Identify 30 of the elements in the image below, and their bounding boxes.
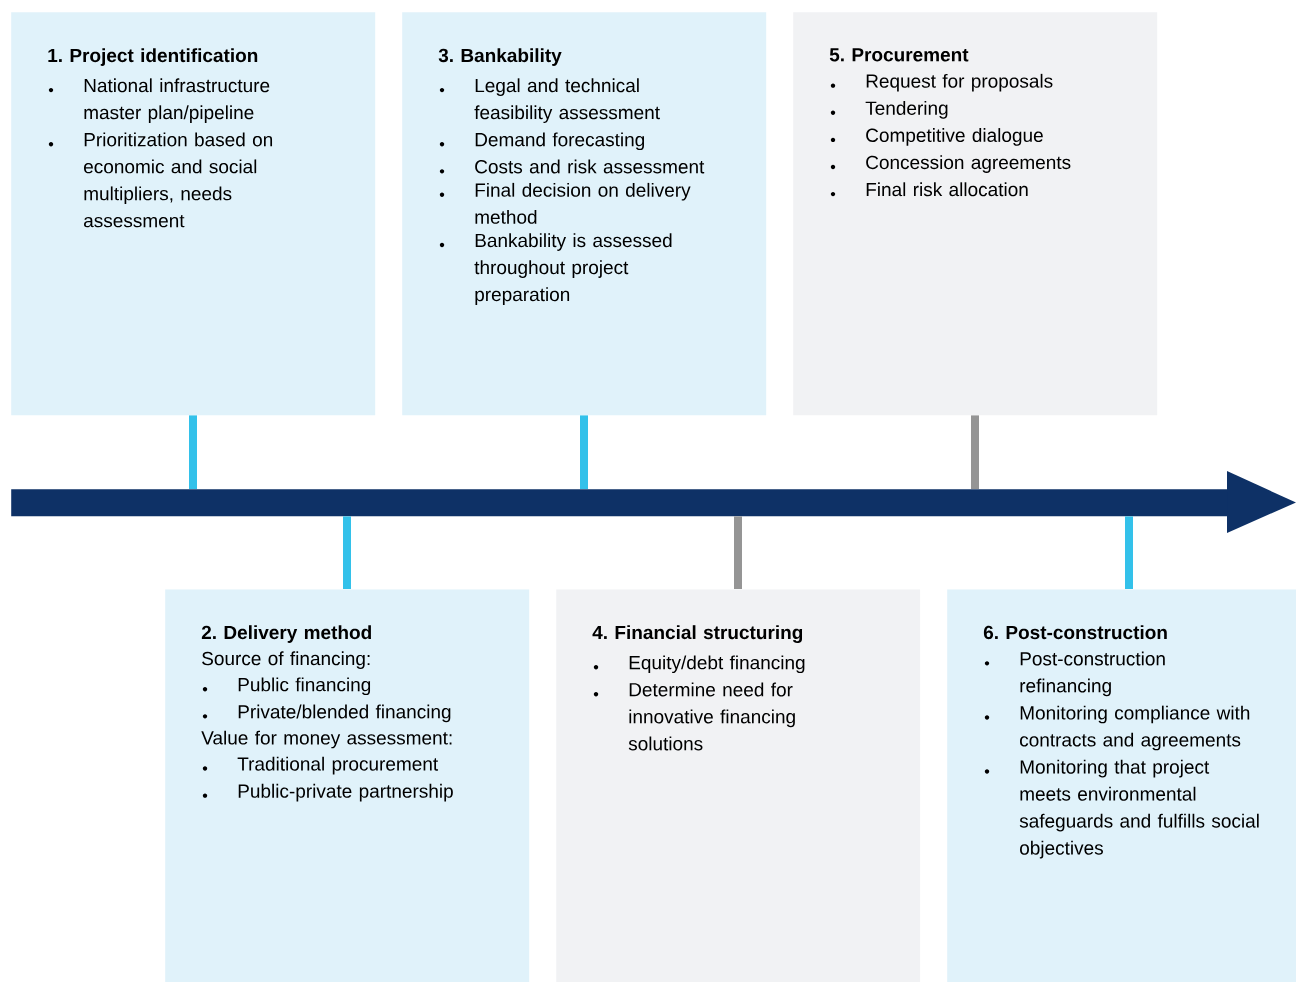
- bullet-item: Public financing: [238, 677, 371, 696]
- box-text: Value for money assessment:: [201, 730, 452, 749]
- box-heading: 1. Project identification: [48, 48, 258, 66]
- bullet-item: Costs and risk assessment: [475, 159, 705, 174]
- box-heading: 2. Delivery method: [201, 625, 371, 643]
- bullet-item: Legal and technical feasibility assessment: [474, 78, 660, 123]
- bullet-item: Public-private partnership: [238, 783, 453, 802]
- box-heading: 6. Post-construction: [983, 625, 1167, 640]
- bullet-item: Monitoring that project meets environmental safeguards and fulfills social objectives: [1019, 759, 1259, 859]
- bullet-item: Competitive dialogue: [866, 128, 1043, 146]
- box-heading: 4. Financial structuring: [592, 625, 803, 643]
- bullet-item: Post-construction refinancing: [1020, 651, 1165, 697]
- box-heading: 5. Procurement: [829, 48, 969, 62]
- bullet-item: Tendering: [865, 100, 948, 119]
- bullet-item: Bankability is assessed throughout project preparation: [474, 233, 672, 305]
- bullet-item: Traditional procurement: [237, 756, 439, 775]
- bullet-item: Final decision on delivery method: [475, 182, 691, 224]
- timeline-arrow: [11, 471, 1296, 533]
- box-text: Source of financing:: [202, 651, 370, 669]
- bullet-item: Determine need for innovative financing solutions: [628, 682, 795, 751]
- bullet-item: Request for proposals: [866, 73, 1053, 92]
- bullet-item: Demand forecasting: [475, 132, 645, 151]
- box-heading: 3. Bankability: [438, 48, 562, 66]
- bullet-item: Private/blended financing: [238, 704, 451, 723]
- bullet-item: Concession agreements: [866, 155, 1071, 173]
- bullet-item: Monitoring compliance with contracts and agreements: [1020, 705, 1250, 751]
- bullet-item: Equity/debt financing: [629, 655, 805, 674]
- bullet-item: Final risk allocation: [866, 182, 1028, 197]
- bullet-item: National infrastructure master plan/pipeline: [84, 78, 270, 123]
- bullet-item: Prioritization based on economic and social multipliers, needs assessment: [84, 132, 273, 228]
